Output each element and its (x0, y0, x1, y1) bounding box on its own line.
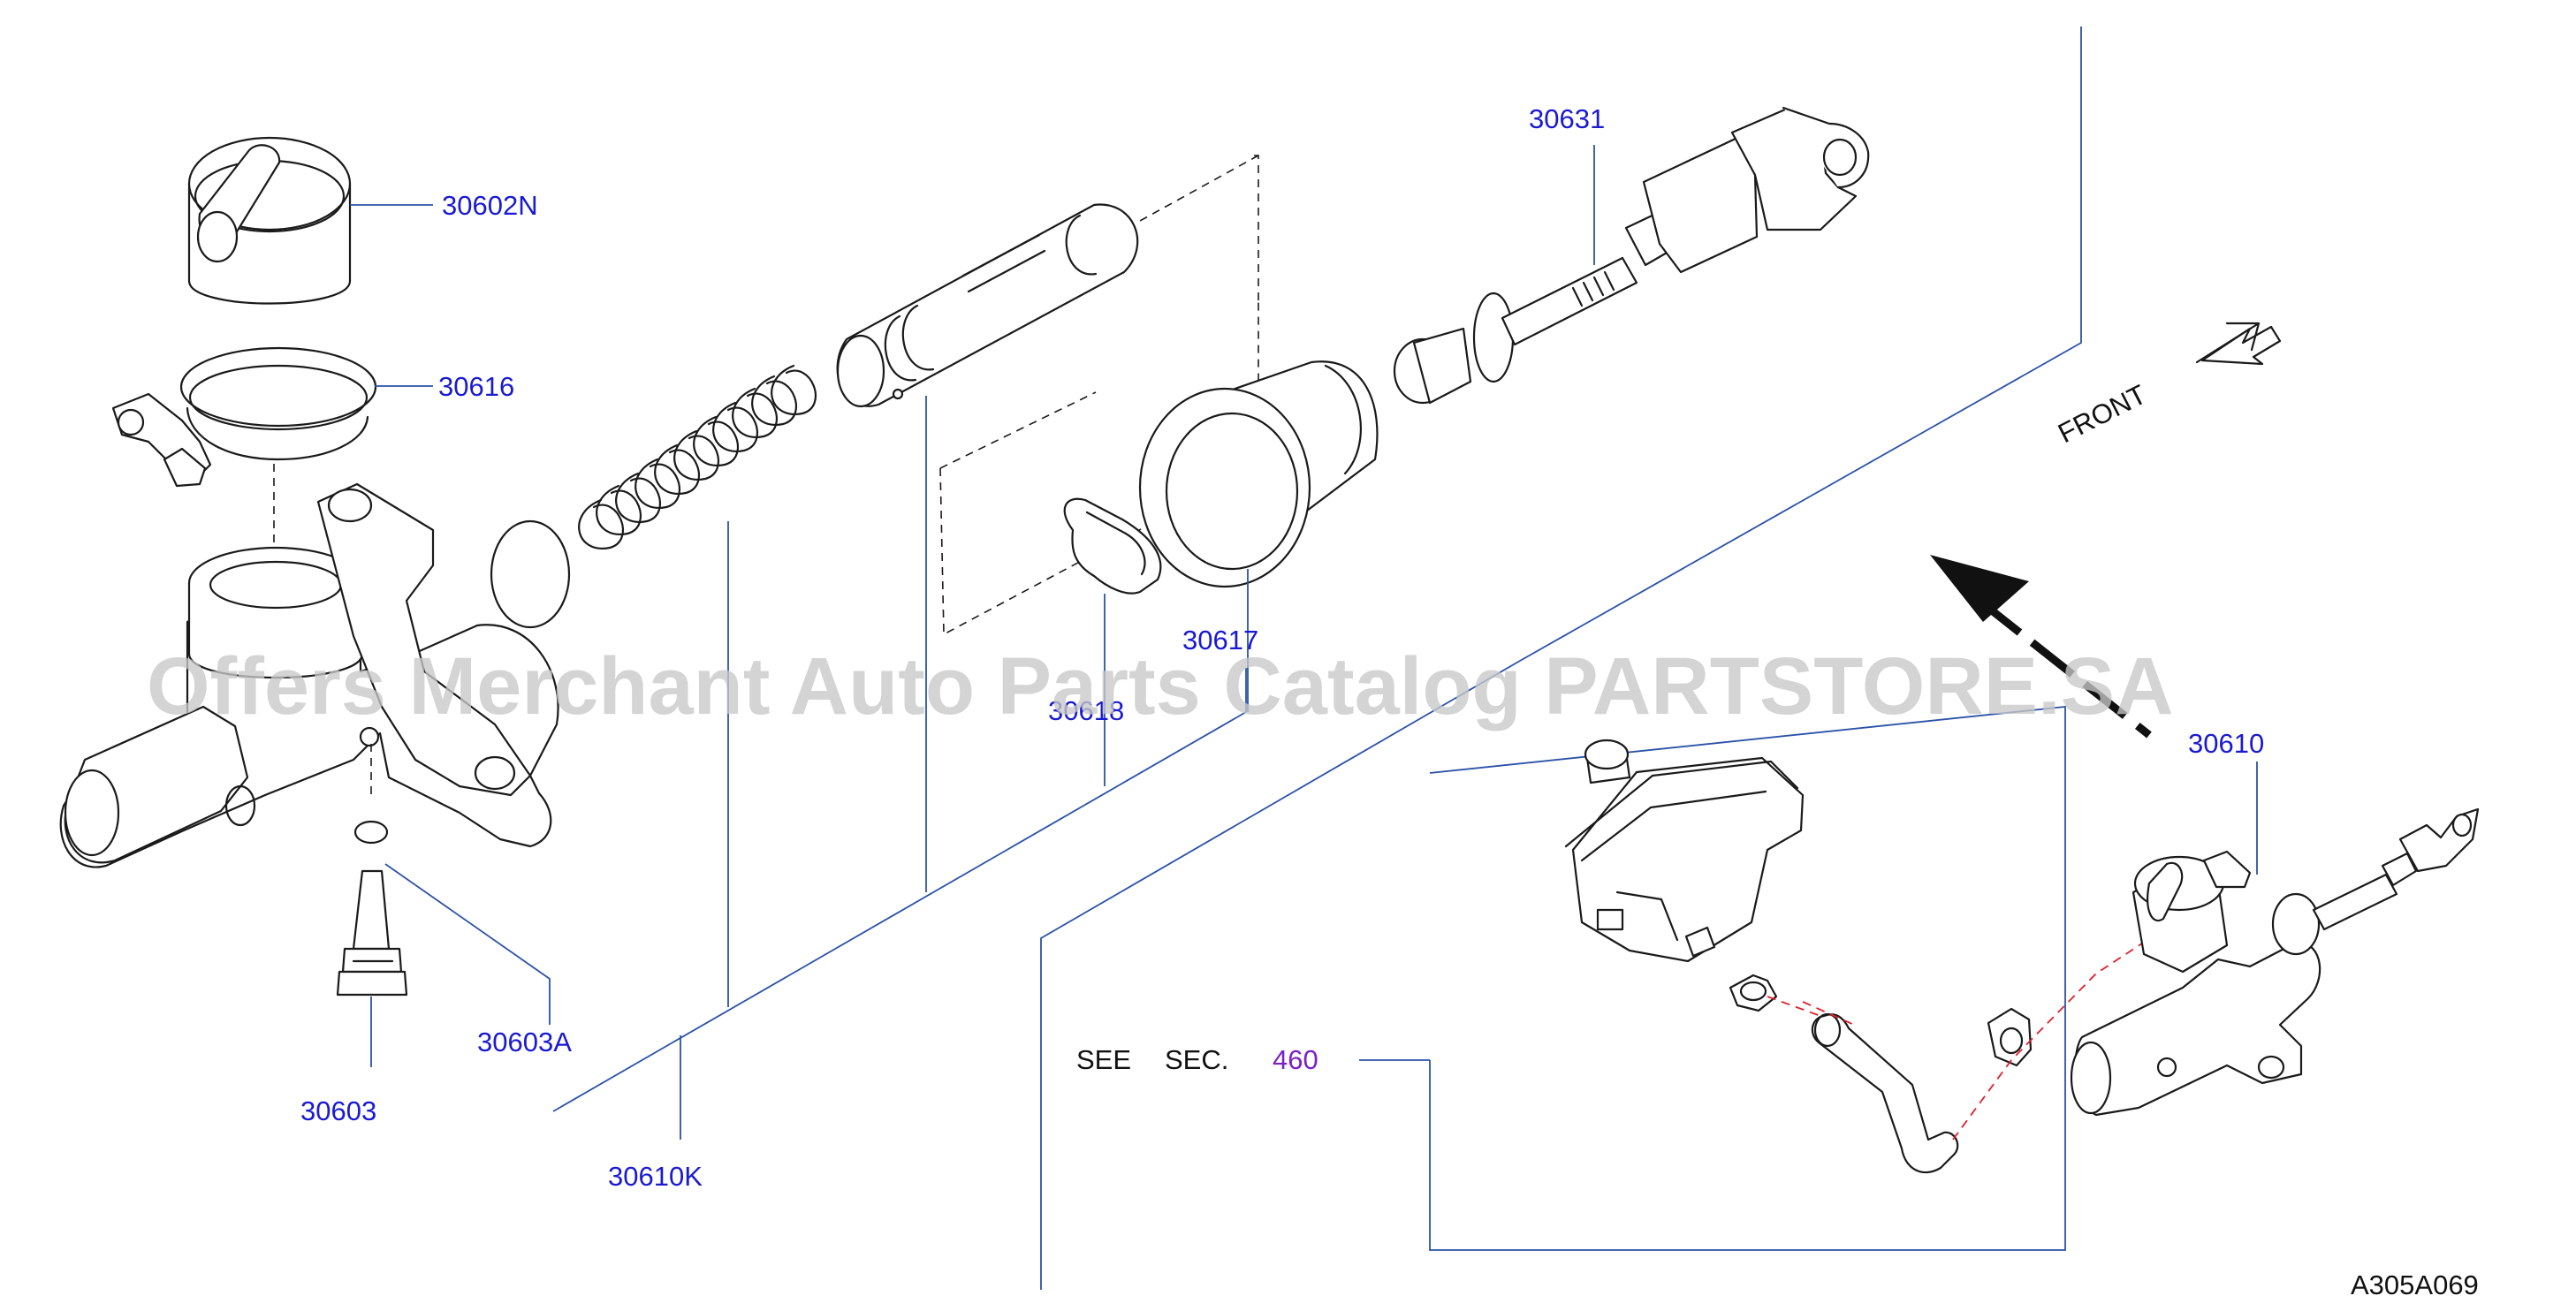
clutch-master-cylinder-assembly[interactable] (2070, 807, 2480, 1117)
hose-clamp-lower[interactable] (1987, 1007, 2033, 1067)
reservoir-tank-part[interactable] (1564, 739, 1805, 963)
seal-ring-part[interactable] (111, 346, 377, 488)
label-30618: 30618 (1048, 695, 1124, 726)
label-30616: 30616 (438, 371, 514, 402)
front-label: FRONT (2053, 379, 2151, 450)
label-30617: 30617 (1182, 625, 1258, 656)
hose-clamp-upper[interactable] (1729, 974, 1778, 1012)
label-30603A: 30603A (477, 1027, 572, 1057)
sec-text: SEC. (1165, 1044, 1228, 1075)
push-rod-part[interactable] (1393, 106, 1870, 405)
label-30602N: 30602N (442, 190, 538, 221)
label-30610K: 30610K (608, 1161, 703, 1192)
master-cylinder-body (59, 464, 571, 868)
front-arrow-icon (2195, 322, 2282, 366)
reservoir-hose-part[interactable] (1811, 1012, 1959, 1174)
section-460-link[interactable]: 460 (1273, 1044, 1318, 1075)
see-text: SEE (1076, 1044, 1131, 1075)
bleeder-screw-part[interactable] (336, 869, 408, 997)
return-spring-part[interactable] (578, 364, 817, 550)
watermark-text: Offers Merchant Auto Parts Catalog PARTS… (147, 641, 2174, 731)
piston-part[interactable] (836, 203, 1139, 408)
section-outline-lines (552, 27, 2082, 1290)
direction-arrow-icon (1930, 555, 2152, 739)
diagram-code: A305A069 (2351, 1269, 2479, 1300)
retaining-clip-part[interactable] (1063, 497, 1162, 595)
bleeder-ring-part[interactable] (353, 820, 389, 845)
dust-boot-part[interactable] (1138, 360, 1379, 588)
reservoir-cap-part[interactable] (187, 136, 352, 305)
label-30603: 30603 (300, 1095, 376, 1126)
label-30631: 30631 (1529, 103, 1605, 134)
label-30610: 30610 (2188, 728, 2264, 759)
